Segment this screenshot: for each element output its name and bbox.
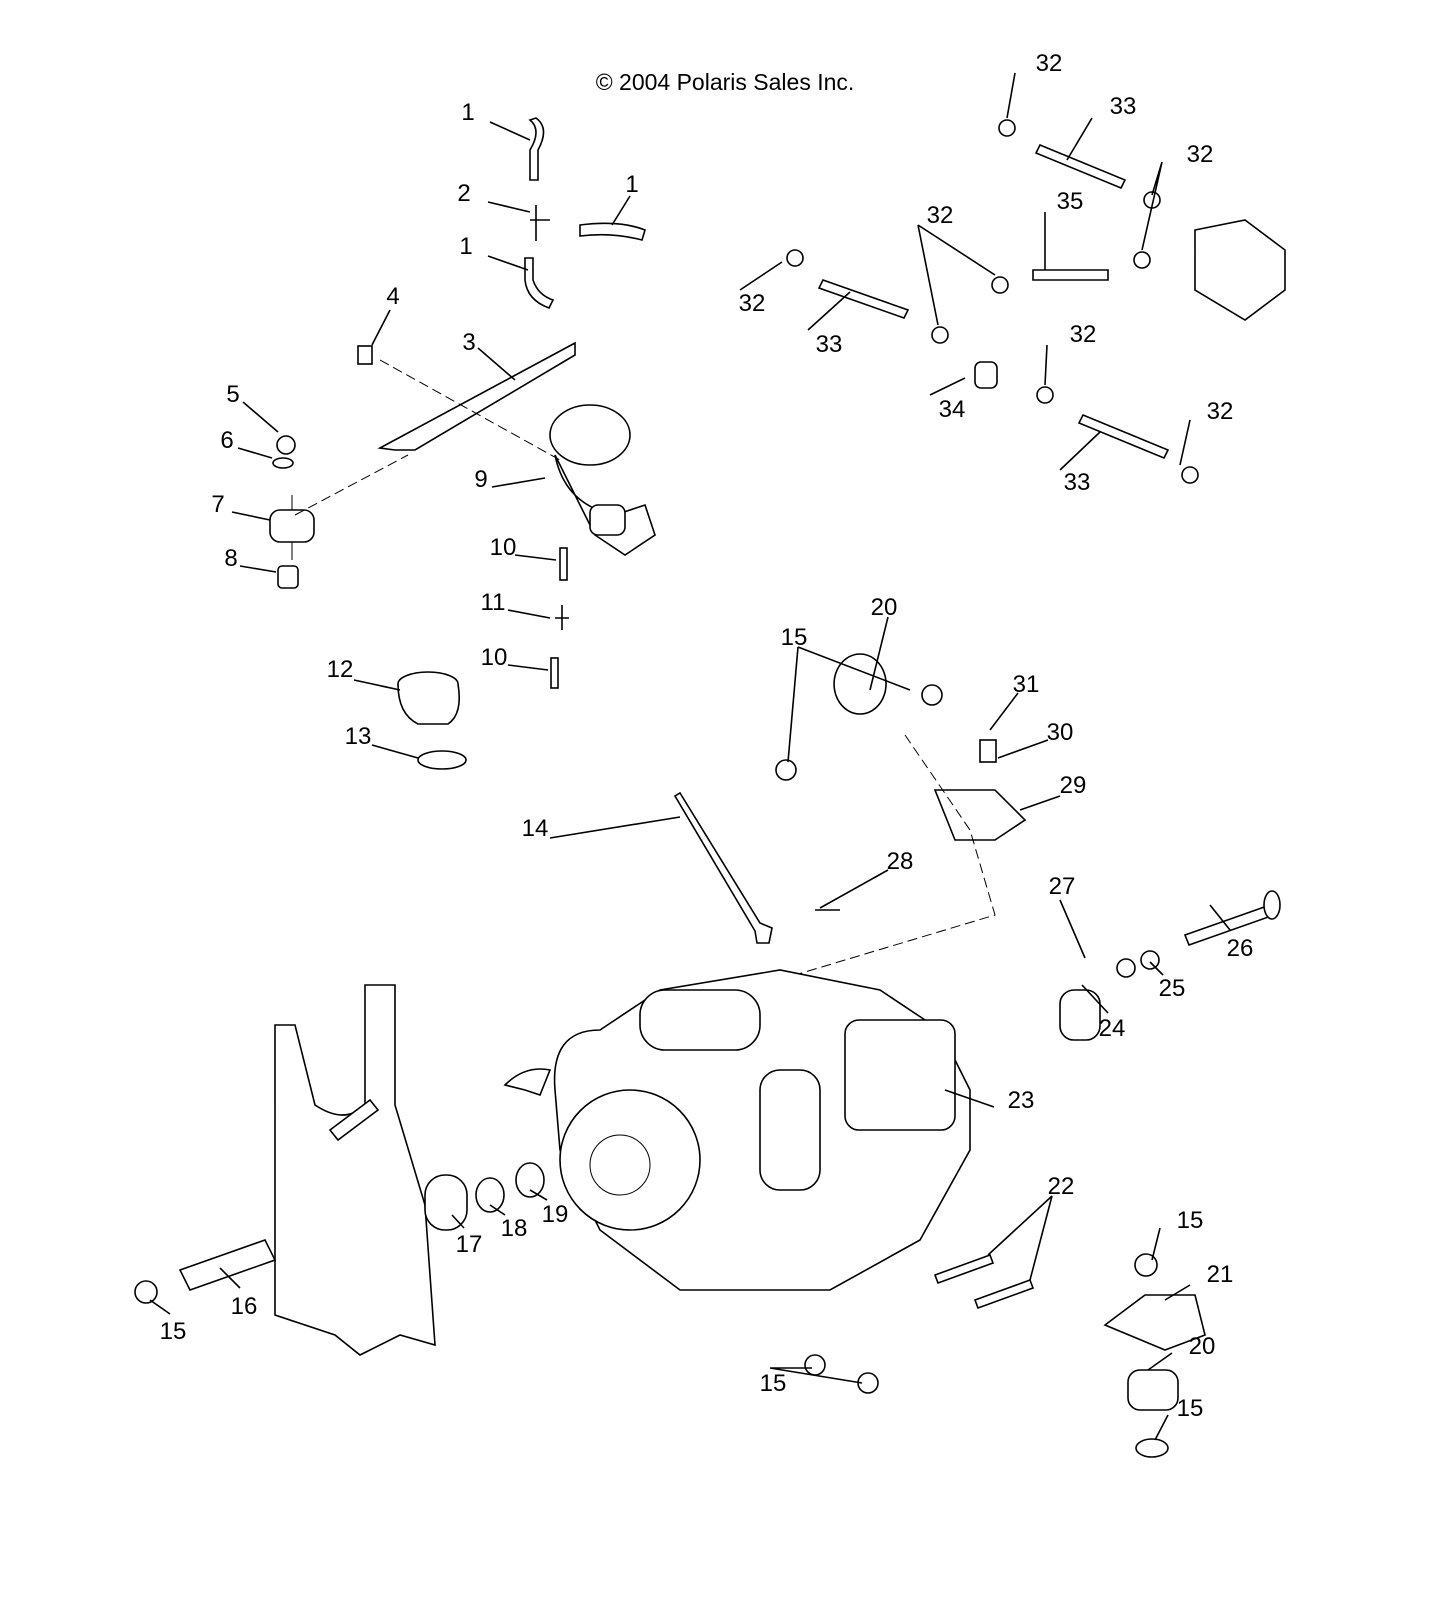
callout: 3 — [462, 329, 475, 356]
callout: 15 — [760, 1370, 787, 1397]
callout: 33 — [816, 331, 843, 358]
callout: 10 — [490, 534, 517, 561]
part-small-hoses — [550, 547, 569, 689]
copyright-text: © 2004 Polaris Sales Inc. — [596, 69, 855, 95]
callout: 22 — [1048, 1173, 1075, 1200]
callout: 8 — [224, 545, 237, 572]
callout: 4 — [386, 283, 399, 310]
callout: 15 — [781, 624, 808, 651]
part-carburetor-9 — [549, 404, 656, 556]
assembly-guide-line-left — [294, 359, 561, 516]
callout: 15 — [1177, 1207, 1204, 1234]
callout: 6 — [220, 427, 233, 454]
part-washers-spacers — [134, 1162, 545, 1304]
callout: 29 — [1060, 772, 1087, 799]
callout: 19 — [542, 1201, 569, 1228]
callout: 16 — [231, 1293, 258, 1320]
callout: 24 — [1099, 1015, 1126, 1042]
callout: 15 — [1177, 1395, 1204, 1422]
callout: 30 — [1047, 719, 1074, 746]
callout: 32 — [1207, 398, 1234, 425]
callout: 26 — [1227, 935, 1254, 962]
callout: 23 — [1008, 1087, 1035, 1114]
callout: 32 — [927, 202, 954, 229]
callout: 20 — [1189, 1333, 1216, 1360]
callout: 1 — [459, 233, 472, 260]
callout: 35 — [1057, 188, 1084, 215]
callout: 33 — [1064, 469, 1091, 496]
callout: 17 — [456, 1231, 483, 1258]
part-bolt-26-hardware — [1059, 890, 1281, 1041]
callout: 1 — [461, 99, 474, 126]
part-frame-left — [274, 984, 436, 1356]
part-intake-boot-12 — [397, 671, 467, 770]
part-hoses-right — [786, 119, 1286, 484]
callouts: 1 2 1 1 4 3 5 6 9 7 8 10 11 10 12 13 14 … — [160, 50, 1254, 1422]
callout: 31 — [1013, 671, 1040, 698]
callout: 15 — [160, 1318, 187, 1345]
callout: 32 — [1070, 321, 1097, 348]
part-hoses-top — [524, 117, 646, 309]
callout: 34 — [939, 396, 966, 423]
part-engine-23 — [503, 969, 971, 1291]
part-mounts-center — [775, 653, 1027, 911]
callout: 7 — [211, 491, 224, 518]
assembly-guide-line — [794, 734, 996, 976]
callout: 32 — [1187, 141, 1214, 168]
callout: 33 — [1110, 93, 1137, 120]
callout: 21 — [1207, 1261, 1234, 1288]
leader-lines — [149, 72, 1231, 1441]
part-rod-14 — [673, 791, 773, 944]
callout: 25 — [1159, 975, 1186, 1002]
callout: 2 — [457, 180, 470, 207]
callout: 20 — [871, 594, 898, 621]
callout: 5 — [226, 381, 239, 408]
callout: 10 — [481, 644, 508, 671]
part-bracket-3 — [357, 341, 576, 451]
part-mount-right — [804, 1253, 1206, 1458]
callout: 9 — [474, 466, 487, 493]
callout: 27 — [1049, 873, 1076, 900]
callout: 11 — [481, 589, 506, 616]
callout: 28 — [887, 848, 914, 875]
callout: 1 — [625, 171, 638, 198]
part-mount-hardware-left — [269, 435, 315, 589]
callout: 13 — [345, 723, 372, 750]
callout: 32 — [1036, 50, 1063, 77]
callout: 12 — [327, 656, 354, 683]
callout: 32 — [739, 290, 766, 317]
callout: 18 — [501, 1215, 528, 1242]
callout: 14 — [522, 815, 549, 842]
part-bolts-22 — [933, 1253, 1035, 1310]
